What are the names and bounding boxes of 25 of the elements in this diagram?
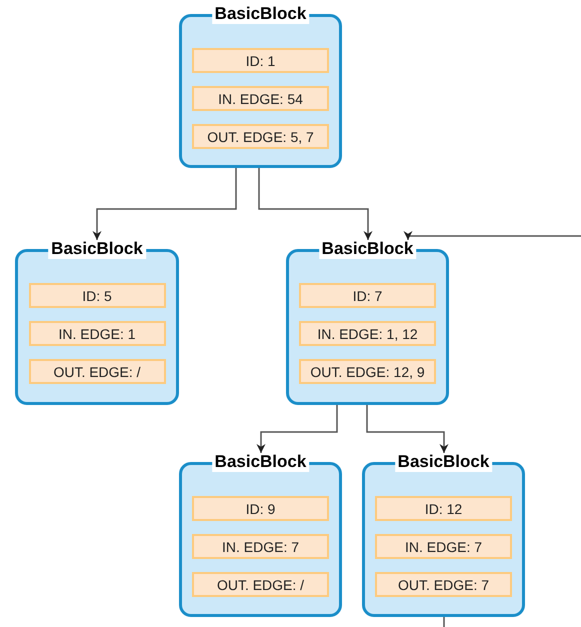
field-box: OUT. EDGE: 12, 9 [299, 359, 436, 384]
block-title: BasicBlock [48, 239, 146, 259]
connector-arrow [366, 405, 448, 453]
block-title: BasicBlock [212, 4, 310, 24]
field-box: OUT. EDGE: / [192, 572, 329, 597]
connector-arrow [92, 168, 237, 240]
field-box: IN. EDGE: 54 [192, 86, 329, 111]
field-box: IN. EDGE: 7 [375, 534, 512, 559]
connector-arrow [258, 168, 372, 240]
field-box: ID: 7 [299, 283, 436, 308]
field-box: ID: 1 [192, 48, 329, 73]
block-title: BasicBlock [318, 239, 416, 259]
field-box: IN. EDGE: 1 [28, 321, 166, 346]
connector-arrow [404, 231, 581, 240]
block-title: BasicBlock [212, 452, 310, 472]
field-box: IN. EDGE: 1, 12 [299, 321, 436, 346]
connector-arrow [256, 405, 338, 453]
block-title: BasicBlock [394, 452, 492, 472]
field-box: ID: 5 [28, 283, 166, 308]
field-box: OUT. EDGE: / [28, 359, 166, 384]
field-box: ID: 9 [192, 496, 329, 521]
field-box: IN. EDGE: 7 [192, 534, 329, 559]
field-box: OUT. EDGE: 7 [375, 572, 512, 597]
field-box: OUT. EDGE: 5, 7 [192, 124, 329, 149]
field-box: ID: 12 [375, 496, 512, 521]
